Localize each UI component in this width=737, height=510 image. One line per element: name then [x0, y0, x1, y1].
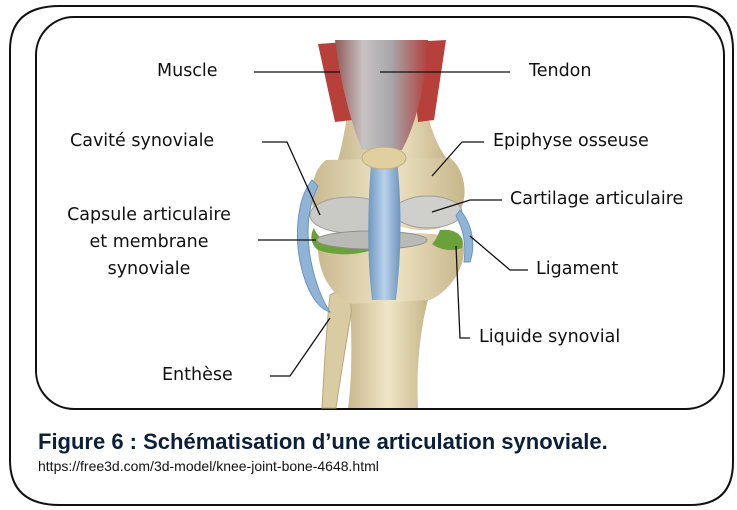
label-tendon: Tendon — [529, 61, 591, 83]
tibia-shaft — [348, 300, 428, 408]
label-epiphyse-osseuse: Epiphyse osseuse — [493, 131, 649, 153]
label-cartilage-articulaire: Cartilage articulaire — [510, 189, 683, 211]
label-capsule-line2: et membrane — [46, 232, 252, 254]
label-capsule-line3: synoviale — [46, 259, 252, 281]
label-muscle: Muscle — [157, 61, 218, 83]
label-ligament: Ligament — [536, 259, 618, 281]
label-cavite-synoviale: Cavité synoviale — [70, 131, 214, 153]
label-liquide-synovial: Liquide synovial — [479, 327, 620, 349]
cartilage-right — [394, 196, 462, 228]
label-capsule-line1: Capsule articulaire — [46, 205, 252, 227]
figure-caption: Figure 6 : Schématisation d’une articula… — [38, 429, 608, 455]
knee-illustration — [297, 40, 472, 408]
patella — [362, 147, 406, 169]
label-enthese: Enthèse — [162, 365, 233, 387]
tendon — [368, 150, 400, 300]
leader-ligament — [470, 236, 528, 270]
figure-source-url: https://free3d.com/3d-model/knee-joint-b… — [38, 458, 379, 474]
leader-enthese — [270, 318, 330, 376]
